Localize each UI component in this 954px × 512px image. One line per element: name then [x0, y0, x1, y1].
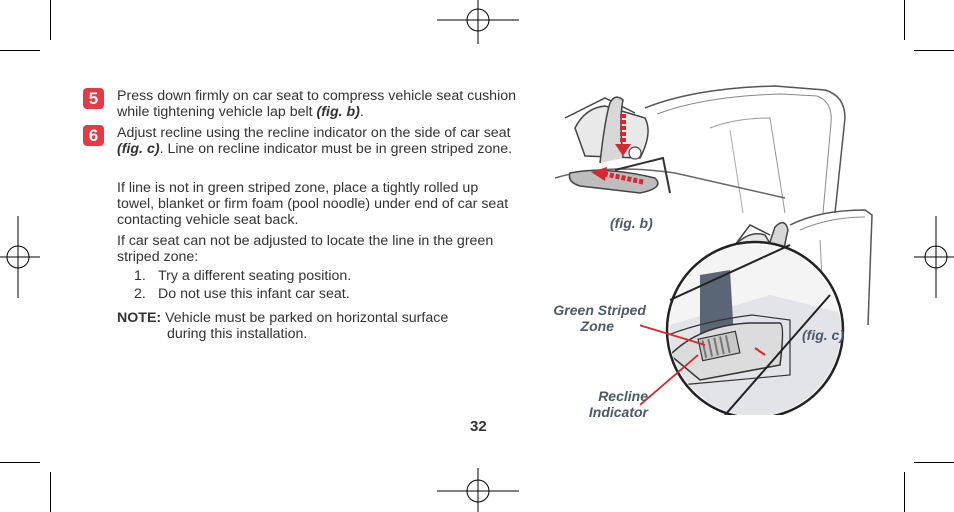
crop-mark — [904, 472, 905, 512]
crop-mark — [914, 50, 954, 51]
step-5-text: Press down firmly on car seat to compres… — [117, 88, 527, 120]
step-6-text: Adjust recline using the recline indicat… — [117, 125, 517, 157]
list-text: Do not use this infant car seat. — [158, 286, 350, 302]
paragraph: If line is not in green striped zone, pl… — [117, 180, 509, 228]
step-number-badge: 6 — [83, 125, 104, 146]
crop-mark — [0, 50, 40, 51]
crop-mark — [50, 0, 51, 40]
fig-c-caption: (fig. c) — [802, 327, 844, 343]
registration-mark-bottom — [437, 468, 519, 512]
crop-mark — [914, 462, 954, 463]
registration-mark-right — [914, 216, 954, 298]
crop-mark — [904, 0, 905, 40]
fig-b-caption: (fig. b) — [610, 215, 653, 231]
step-text-end: . Line on recline indicator must be in g… — [159, 141, 513, 157]
note-label: NOTE: — [117, 310, 162, 326]
numbered-list: 1. Try a different seating position. 2. Do… — [134, 267, 351, 303]
page-number: 32 — [470, 418, 487, 435]
green-striped-zone-label: Green Striped Zone — [545, 302, 646, 334]
recline-label-line1: Recline — [598, 388, 648, 404]
recline-indicator-label: Recline Indicator — [585, 388, 648, 420]
recline-label-line2: Indicator — [588, 404, 648, 420]
list-number: 2. — [134, 286, 146, 302]
fig-reference: (fig. b) — [316, 104, 360, 120]
note-text-line1: Vehicle must be parked on horizontal sur… — [165, 310, 449, 326]
figure-b-illustration — [554, 85, 846, 214]
green-zone-label-line1: Green Striped — [553, 302, 646, 318]
note-text-line2: during this installation. — [167, 326, 308, 342]
green-zone-label-line2: Zone — [580, 318, 614, 334]
step-text: Press down firmly on car seat to compres… — [117, 88, 516, 120]
step-number-badge: 5 — [83, 88, 104, 109]
list-item: 2. Do not use this infant car seat. — [134, 285, 351, 303]
list-text: Try a different seating position. — [158, 268, 352, 284]
step-text: Adjust recline using the recline indicat… — [117, 125, 511, 141]
crop-mark — [50, 472, 51, 512]
fig-reference: (fig. c) — [117, 141, 160, 157]
list-number: 1. — [134, 268, 146, 284]
figure-c-illustration — [640, 209, 873, 415]
note: NOTE: Vehicle must be parked on horizont… — [117, 310, 497, 342]
paragraph: If car seat can not be adjusted to locat… — [117, 233, 494, 265]
registration-mark-left — [0, 216, 40, 298]
list-item: 1. Try a different seating position. — [134, 267, 351, 285]
registration-mark-top — [437, 0, 519, 44]
step-text-end: . — [359, 104, 364, 120]
crop-mark — [0, 462, 40, 463]
